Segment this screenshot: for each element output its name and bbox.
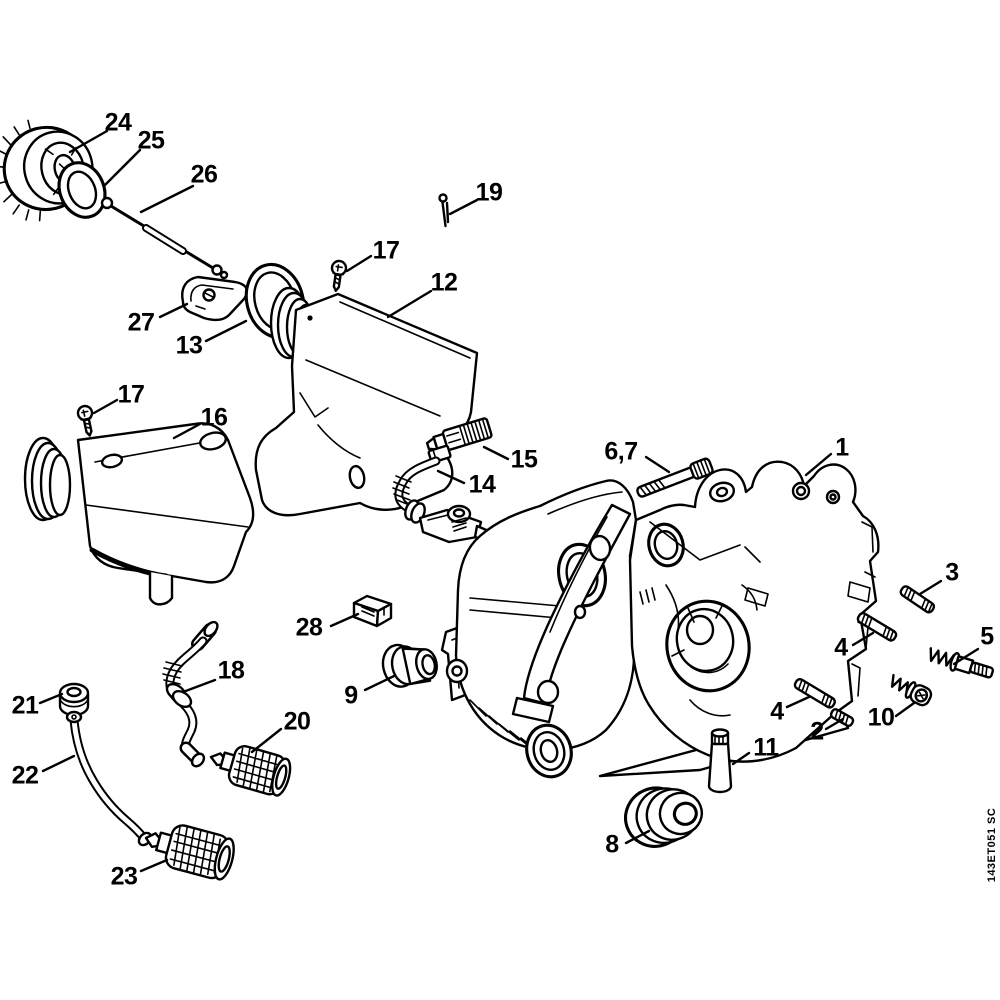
leader-6-7 [644,455,671,474]
part-20-filter-drawing [209,745,292,797]
part-4-stud-upper-drawing [856,612,898,642]
part-12-handle-housing-drawing [254,286,479,517]
part-label-21: 21 [11,691,39,720]
part-14-hose-assembly-drawing [392,444,493,544]
leader-10 [894,701,916,718]
part-label-14: 14 [468,470,496,499]
part-label-5: 5 [980,622,994,651]
part-5-screw-drawing [929,647,995,679]
part-1-crankcase-drawing [440,460,880,779]
leader-3 [918,579,943,596]
leader-9 [363,674,396,692]
part-22-hose-drawing [65,710,153,847]
leader-28 [329,612,360,628]
part-label-13: 13 [175,331,203,360]
part-4-stud-lower-drawing [793,678,837,709]
part-label-22: 22 [11,761,39,790]
part-17-screw-top-drawing [330,259,348,292]
part-label-15: 15 [510,445,538,474]
leader-2 [824,717,845,731]
leader-4a [851,631,875,647]
part-17-screw-left-drawing [76,404,94,437]
part-10-screw-drawing [890,673,933,707]
part-16-fuel-tank-drawing [23,422,255,606]
leader-13 [204,319,248,343]
part-label-3: 3 [945,558,959,587]
part-label-20: 20 [283,707,311,736]
part-label-18: 18 [217,656,245,685]
leader-15 [482,445,510,461]
part-label-23: 23 [110,862,138,891]
leader-27 [158,302,189,319]
part-label-28: 28 [295,613,323,642]
part-label-9: 9 [344,681,358,710]
part-label-26: 26 [190,160,218,189]
leader-17b [92,398,119,415]
part-27-retainer-drawing [181,275,249,322]
leader-14 [436,469,466,485]
part-21-grommet-drawing [58,682,90,717]
leader-16 [172,422,202,440]
part-label-25: 25 [137,126,165,155]
part-label-24: 24 [104,108,132,137]
leader-11 [731,751,751,766]
leader-lines [38,129,980,873]
part-label-17-left: 17 [117,380,145,409]
part-label-2: 2 [810,717,824,746]
leader-22 [41,754,76,773]
part-label-12: 12 [430,268,458,297]
leader-12 [386,289,433,319]
leader-1 [804,452,833,477]
part-8-grommet-drawing [624,786,704,848]
part-23-filter-drawing [144,824,235,881]
part-26-vent-rod-drawing [100,196,229,280]
part-28-plug-drawing [352,594,393,628]
part-25-gasket-drawing [57,161,107,219]
part-11-plug-drawing [707,728,733,794]
part-label-8: 8 [605,830,619,859]
part-label-17-top: 17 [372,236,400,265]
leader-20 [250,727,283,754]
part-19-pin-drawing [438,193,450,228]
leader-24 [68,129,109,154]
part-label-1: 1 [835,433,849,462]
leader-4b [785,695,811,709]
leader-23 [139,858,169,873]
leader-21 [38,692,64,705]
part-label-27: 27 [127,308,155,337]
leader-5 [952,647,980,666]
part-3-stud-drawing [899,585,936,614]
part-label-6-7: 6,7 [604,437,638,466]
part-15-valve-drawing [425,417,493,452]
leader-18 [181,678,217,694]
part-label-16: 16 [200,403,228,432]
leader-26 [139,184,195,214]
part-label-4-lower: 4 [770,697,784,726]
leader-8 [624,829,651,845]
part-label-4-upper: 4 [834,633,848,662]
drawing-code: 143ET051 SC [986,807,998,883]
part-label-11: 11 [753,733,779,762]
part-label-19: 19 [475,178,503,207]
leader-17a [345,254,373,273]
leader-19 [448,198,479,216]
leader-25 [102,148,142,188]
part-18-hose-drawing [162,620,219,768]
part-9-bushing-drawing [381,643,438,688]
part-6-7-screw-drawing [636,457,714,498]
part-label-10: 10 [867,703,895,732]
